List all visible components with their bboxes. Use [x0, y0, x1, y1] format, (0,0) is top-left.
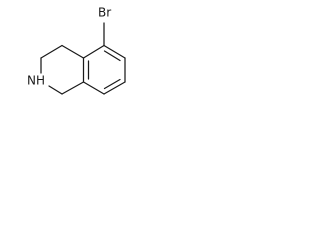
chemical-structure-diagram: Br NH: [27, 6, 126, 95]
double-bond-inner-c7-c8: [103, 78, 121, 90]
bond-c1-c8a: [61, 81, 85, 95]
amine-label: NH: [27, 74, 45, 88]
double-bond-inner-c5-c6: [103, 50, 121, 62]
piperidine-ring: [40, 44, 85, 95]
bond-n2-c1: [48, 85, 63, 95]
benzene-ring: [82, 44, 126, 95]
bond-c4a-c5: [82, 44, 105, 59]
bond-c4-c3: [40, 44, 63, 59]
bromine-label: Br: [98, 6, 111, 20]
bond-c5-c6: [103, 44, 126, 59]
bond-c7-c8: [103, 81, 126, 95]
bond-c8-c8a: [82, 81, 105, 95]
bond-c4a-c4: [61, 44, 85, 59]
